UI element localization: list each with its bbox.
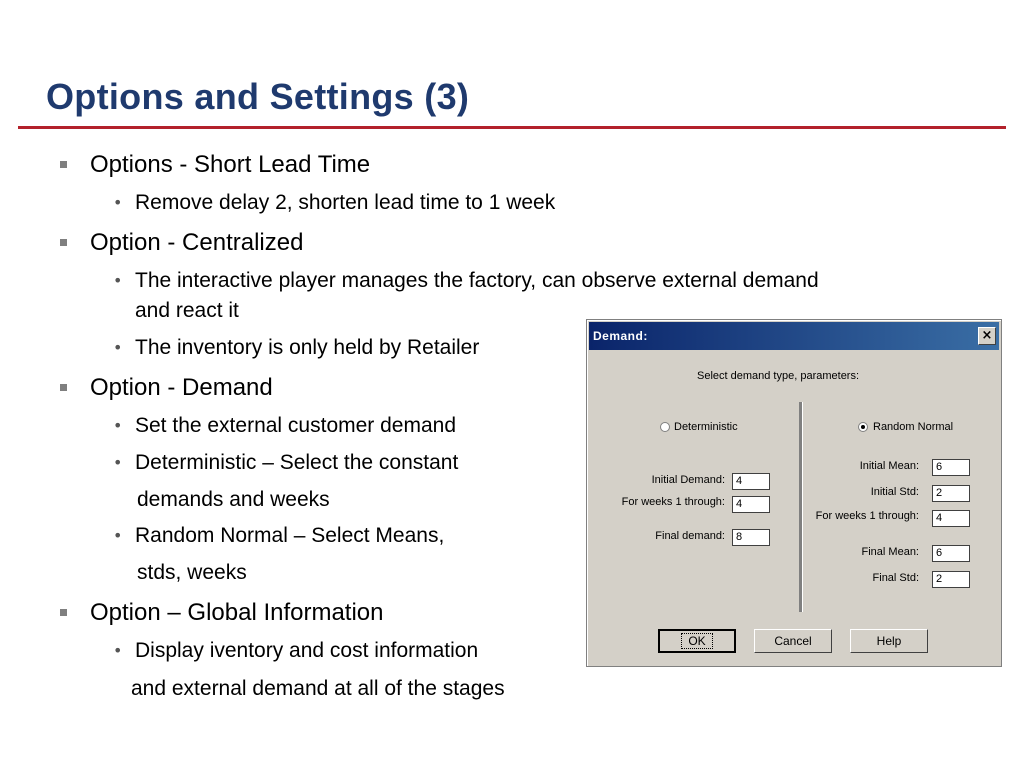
deterministic-label[interactable]: Deterministic (674, 421, 738, 433)
deterministic-weeks-label: For weeks 1 through: (621, 496, 725, 508)
help-button[interactable]: Help (850, 629, 928, 653)
initial-std-field[interactable]: 2 (932, 485, 970, 502)
bullet-demand: Option - Demand (90, 374, 273, 401)
final-std-field[interactable]: 2 (932, 571, 970, 588)
final-demand-field[interactable]: 8 (732, 529, 770, 546)
sub-bullet-inventory-retailer: The inventory is only held by Retailer (135, 336, 480, 359)
close-icon: × (981, 328, 993, 343)
square-bullet-icon (60, 609, 67, 616)
square-bullet-icon (60, 384, 67, 391)
sub-bullet-display-inventory: Display iventory and cost information (135, 639, 479, 662)
final-std-label: Final Std: (872, 572, 919, 584)
random-weeks-field[interactable]: 4 (932, 510, 970, 527)
final-demand-label: Final demand: (655, 530, 725, 542)
initial-demand-label: Initial Demand: (651, 474, 725, 486)
bullet-list: Options - Short Lead Time • Remove delay… (60, 151, 819, 700)
sub-bullet-random-normal: Random Normal – Select Means, (135, 524, 445, 547)
square-bullet-icon (60, 239, 67, 246)
slide-title: Options and Settings (3) (46, 76, 470, 117)
dot-bullet-icon: • (113, 338, 123, 357)
random-normal-label[interactable]: Random Normal (873, 421, 954, 433)
cancel-button[interactable]: Cancel (754, 629, 832, 653)
dialog-separator (799, 402, 803, 612)
dot-bullet-icon: • (113, 416, 123, 435)
initial-std-label: Initial Std: (870, 486, 919, 498)
dot-bullet-icon: • (113, 193, 123, 212)
sub-bullet-set-demand: Set the external customer demand (135, 414, 457, 437)
sub-bullet-interactive-player: The interactive player manages the facto… (135, 269, 819, 292)
close-button[interactable]: × (978, 327, 996, 345)
bullet-short-lead-time: Options - Short Lead Time (90, 151, 371, 178)
initial-mean-field[interactable]: 6 (932, 459, 970, 476)
dialog-instruction: Select demand type, parameters: (697, 370, 860, 382)
sub-bullet-display-inventory-cont: and external demand at all of the stages (131, 677, 505, 700)
initial-mean-label: Initial Mean: (859, 460, 919, 472)
dot-bullet-icon: • (113, 641, 123, 660)
bullet-global-information: Option – Global Information (90, 599, 384, 626)
ok-button[interactable]: OK (658, 629, 736, 653)
final-mean-field[interactable]: 6 (932, 545, 970, 562)
sub-bullet-interactive-player-cont: and react it (135, 299, 239, 322)
ok-button-label: OK (681, 633, 713, 649)
sub-bullet-deterministic: Deterministic – Select the constant (135, 451, 459, 474)
dot-bullet-icon: • (113, 526, 123, 545)
title-divider (18, 126, 1006, 129)
dot-bullet-icon: • (113, 453, 123, 472)
square-bullet-icon (60, 161, 67, 168)
final-mean-label: Final Mean: (861, 546, 919, 558)
initial-demand-field[interactable]: 4 (732, 473, 770, 490)
deterministic-weeks-field[interactable]: 4 (732, 496, 770, 513)
dot-bullet-icon: • (113, 271, 123, 290)
deterministic-radio[interactable] (660, 422, 670, 432)
random-weeks-label: For weeks 1 through: (815, 510, 919, 522)
sub-bullet-deterministic-cont: demands and weeks (137, 488, 330, 511)
dialog-titlebar[interactable]: Demand: × (589, 322, 999, 350)
random-normal-radio[interactable] (858, 422, 868, 432)
demand-dialog: Demand: × Select demand type, parameters… (586, 319, 1002, 667)
sub-bullet-random-normal-cont: stds, weeks (137, 561, 247, 584)
bullet-centralized: Option - Centralized (90, 229, 304, 256)
sub-bullet-remove-delay: Remove delay 2, shorten lead time to 1 w… (135, 191, 556, 214)
dialog-title: Demand: (593, 329, 648, 343)
